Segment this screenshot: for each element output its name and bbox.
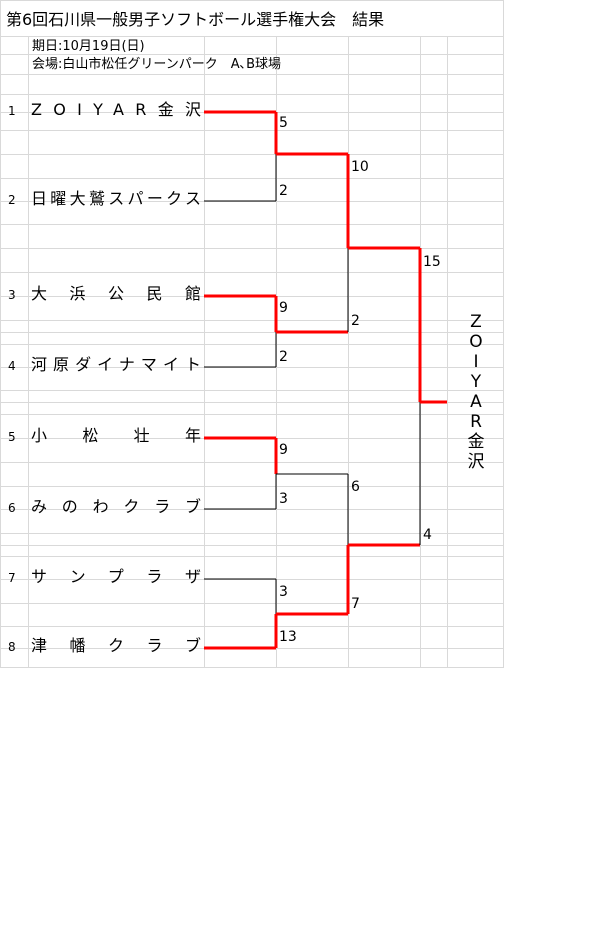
score: 2 xyxy=(279,349,288,365)
team-seed: 2 xyxy=(8,193,16,207)
score: 9 xyxy=(279,442,288,458)
team-seed: 1 xyxy=(8,104,16,118)
champion-char: R xyxy=(470,412,482,432)
team-name: みのわクラブ xyxy=(31,497,216,516)
score: 13 xyxy=(279,629,297,645)
team-name: サンプラザ xyxy=(31,567,224,586)
score: 15 xyxy=(423,254,441,270)
team-seed: 6 xyxy=(8,501,16,515)
champion-char: 金 xyxy=(467,432,485,452)
champion-char: A xyxy=(470,392,482,412)
team-seed: 4 xyxy=(8,359,16,373)
team-name: 小松壮年 xyxy=(31,426,237,445)
event-date: 期日:10月19日(日) xyxy=(32,39,145,54)
team-name: 津幡クラブ xyxy=(31,636,224,655)
score: 9 xyxy=(279,300,288,316)
score: 10 xyxy=(351,159,369,175)
team-seed: 7 xyxy=(8,571,16,585)
score: 6 xyxy=(351,479,360,495)
score: 4 xyxy=(423,527,432,543)
score: 7 xyxy=(351,596,360,612)
team-seed: 3 xyxy=(8,288,16,302)
champion-char: 沢 xyxy=(467,452,485,472)
champion-char: Y xyxy=(470,372,482,392)
score: 3 xyxy=(279,491,288,507)
team-seed: 8 xyxy=(8,640,16,654)
page-title: 第6回石川県一般男子ソフトボール選手権大会 結果 xyxy=(6,10,385,29)
champion-char: O xyxy=(469,332,483,352)
champion-char: Z xyxy=(470,312,482,332)
team-name: 大浜公民館 xyxy=(31,284,224,303)
team-seed: 5 xyxy=(8,430,16,444)
score: 2 xyxy=(351,313,360,329)
score: 2 xyxy=(279,183,288,199)
team-name: 河原ダイナマイト xyxy=(31,355,208,374)
team-name: 日曜大鷲スパークス xyxy=(31,189,205,208)
event-venue: 会場:白山市松任グリーンパーク A､B球場 xyxy=(32,57,282,72)
champion-char: I xyxy=(473,352,479,372)
score: 3 xyxy=(279,584,288,600)
score: 5 xyxy=(279,115,288,131)
team-name: ZOIYAR金沢 xyxy=(31,100,213,119)
